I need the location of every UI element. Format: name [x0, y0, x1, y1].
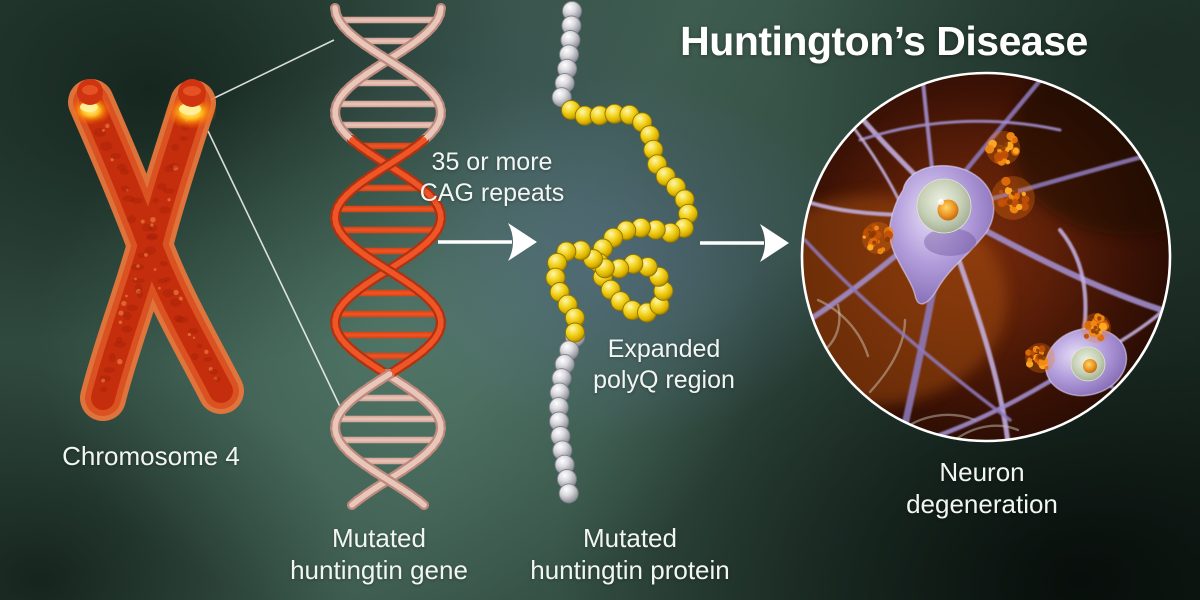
chromosome-label: Chromosome 4 — [62, 441, 240, 473]
page-title: Huntington’s Disease — [680, 18, 1088, 65]
dna-helix-illustration — [335, 8, 441, 505]
polyq-region-annotation: Expanded polyQ region — [593, 334, 735, 395]
right-arrow-icon — [700, 224, 789, 262]
protein-label: Mutated huntingtin protein — [530, 523, 729, 586]
neuron-micrograph — [737, 45, 1200, 456]
protein-chain-illustration — [546, 2, 698, 503]
chromosome-illustration — [70, 79, 221, 398]
gene-label: Mutated huntingtin gene — [290, 523, 468, 586]
right-arrow-icon — [438, 223, 537, 261]
cag-repeats-annotation: 35 or more CAG repeats — [420, 147, 565, 208]
neuron-label: Neuron degeneration — [906, 457, 1058, 520]
